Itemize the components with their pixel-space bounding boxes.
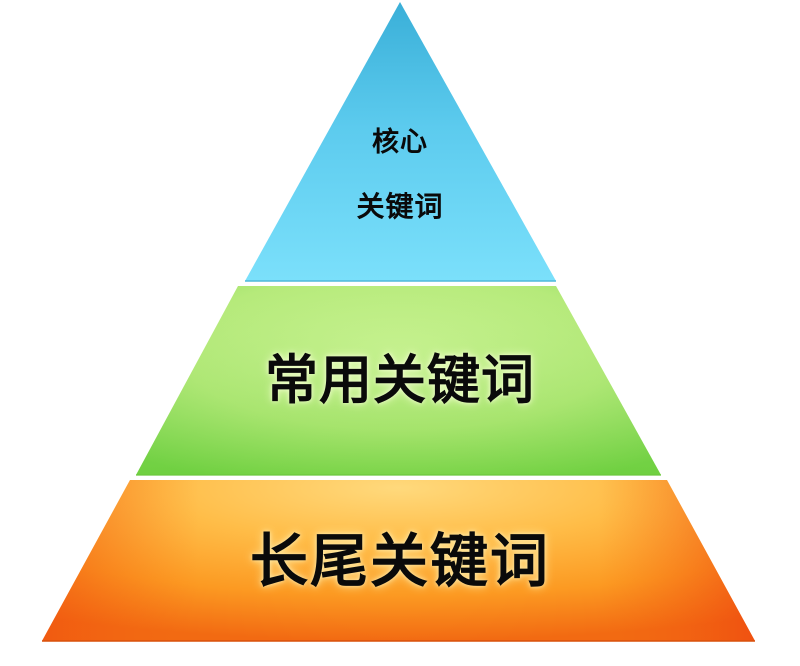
- tier-bottom: [42, 480, 755, 642]
- tier-top-label-line-2: 关键词: [356, 190, 444, 223]
- tier-middle-label: 常用关键词: [265, 350, 535, 411]
- tier-top: [245, 2, 556, 282]
- tier-middle: [136, 286, 661, 476]
- tier-top-label-line-1: 核心: [372, 127, 428, 158]
- tier-bottom-label: 长尾关键词: [249, 527, 550, 595]
